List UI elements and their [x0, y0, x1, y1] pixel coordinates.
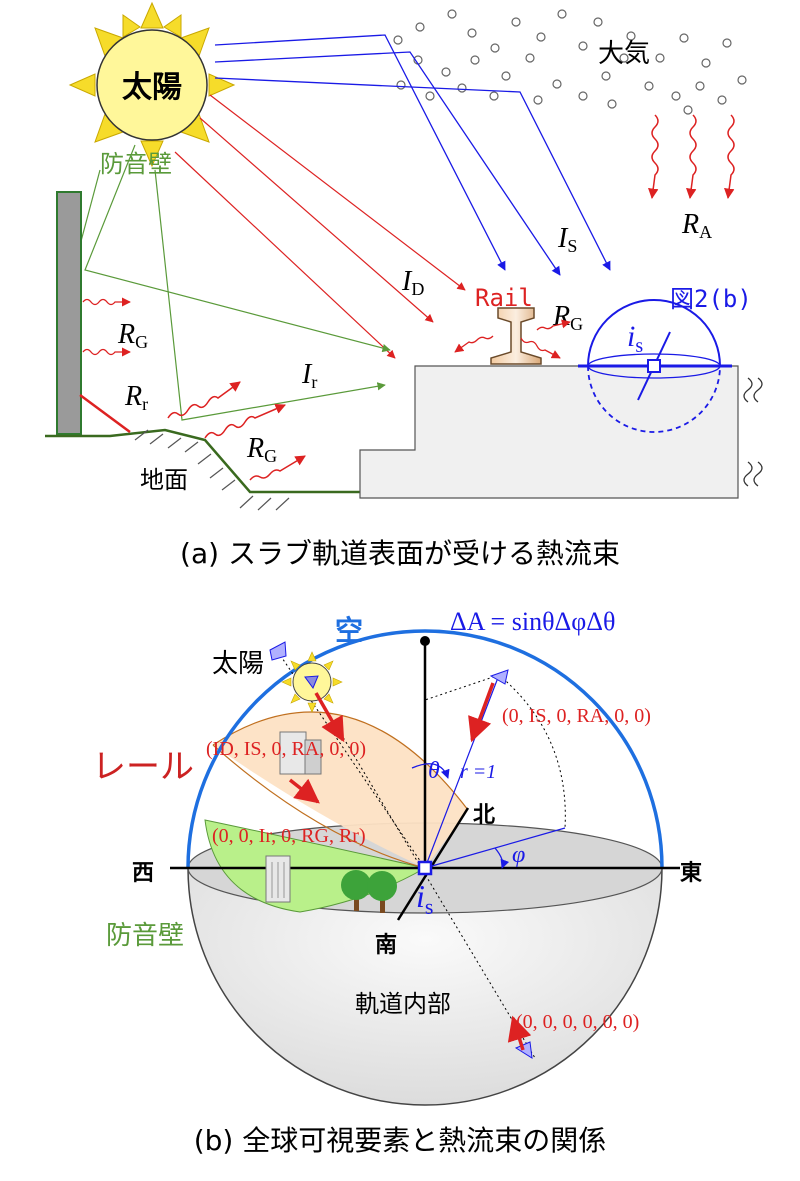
- caption-b: (b) 全球可視要素と熱流束の関係: [194, 1124, 607, 1157]
- building-icon: [279, 731, 322, 775]
- scattered-rays: [214, 34, 611, 276]
- south-label: 南: [375, 933, 397, 958]
- sky-label: 空: [335, 614, 363, 647]
- ground-radiation: [167, 381, 306, 481]
- west-label: 西: [132, 861, 154, 886]
- element-sky: [489, 669, 509, 685]
- fig-reference: 図2(b): [670, 285, 752, 313]
- ground-surface: [45, 393, 360, 511]
- flux-arrows: [288, 682, 532, 1051]
- vector-rail: (0, 0, Ir, 0, RG, Rr): [212, 825, 366, 847]
- phi-label: φ: [512, 842, 525, 868]
- rail-label-b: レール: [92, 747, 194, 787]
- atmosphere-particles: [393, 9, 747, 115]
- sun: 太陽: [68, 1, 236, 168]
- ground-label: 地面: [140, 466, 188, 494]
- vector-sun: (ID, IS, 0, RA, 0, 0): [206, 738, 366, 760]
- tree-icon: [341, 870, 397, 913]
- element-rail: [269, 641, 287, 661]
- label-rg-rail: RG: [552, 301, 583, 334]
- break-marks: [743, 377, 763, 487]
- label-ir: Ir: [301, 359, 317, 392]
- projection-lines: [277, 651, 566, 1059]
- label-id: ID: [401, 266, 424, 299]
- sphere-lower: [187, 867, 663, 1106]
- label-is-center: is: [416, 878, 433, 919]
- atmosphere-label: 大気: [598, 39, 650, 69]
- label-rr: Rr: [124, 381, 148, 414]
- panel-b: is 空 太陽 レール 防音壁 北 南 西 東 軌道内部 ΔA = sinθΔφ…: [92, 607, 702, 1157]
- caption-a: (a) スラブ軌道表面が受ける熱流束: [180, 537, 620, 570]
- label-is: IS: [557, 223, 577, 256]
- r-label: r =1: [460, 761, 496, 783]
- slab: [359, 365, 739, 499]
- rail-radiation: [454, 319, 571, 359]
- label-ra: RA: [681, 209, 712, 242]
- rail-profile: [490, 307, 542, 365]
- noise-wall: [56, 191, 82, 435]
- wall-label-b: 防音壁: [106, 921, 184, 951]
- direct-rays: [174, 94, 466, 359]
- sun-label: 太陽: [122, 70, 182, 105]
- center-element: [417, 860, 433, 876]
- hemisphere-element: is: [578, 299, 732, 433]
- rail-label: Rail: [475, 284, 533, 312]
- label-rg-ground: RG: [246, 433, 277, 466]
- sun-small: [281, 651, 343, 713]
- building-icon: [265, 855, 291, 903]
- vector-sky: (0, IS, 0, RA, 0, 0): [502, 705, 651, 727]
- interior-label: 軌道内部: [355, 990, 451, 1018]
- label-rg-wall: RG: [117, 319, 148, 352]
- theta-label: θ: [428, 758, 440, 784]
- sun-label-b: 太陽: [212, 649, 264, 679]
- south-north-axis: [396, 807, 470, 921]
- label-is-element: is: [627, 320, 643, 357]
- vector-bottom: (0, 0, 0, 0, 0, 0): [516, 1011, 639, 1033]
- delta-a-formula: ΔA = sinθΔφΔθ: [450, 607, 615, 636]
- rail-region: [213, 711, 468, 868]
- panel-a: 太陽 大気 防音壁 IS RA ID: [45, 1, 763, 570]
- wall-label: 防音壁: [100, 150, 172, 178]
- sky-dome: [186, 629, 664, 869]
- atmosphere-radiation: [648, 114, 735, 200]
- wall-radiation: [82, 297, 131, 357]
- north-label: 北: [473, 803, 495, 828]
- reflected-rays: [79, 144, 391, 421]
- east-label: 東: [680, 861, 702, 886]
